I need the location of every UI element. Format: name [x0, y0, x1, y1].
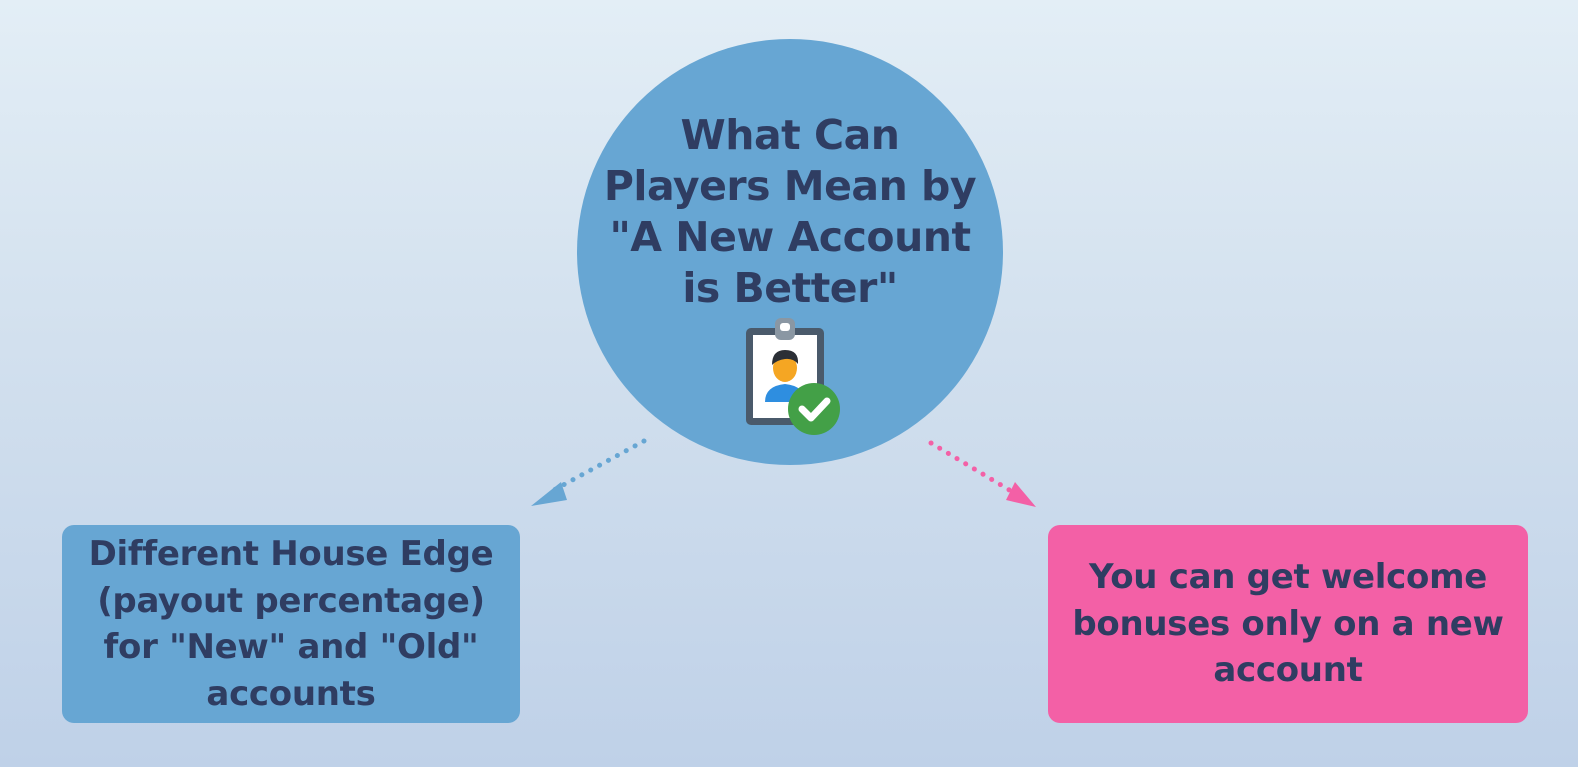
right-box: You can get welcome bonuses only on a ne…	[1048, 525, 1528, 723]
arrow-to-right-box	[928, 440, 1036, 507]
left-box-text: Different House Edge (payout percentage)…	[88, 534, 494, 714]
arrow-to-left-box	[531, 438, 647, 506]
id-badge-check-icon	[746, 318, 840, 435]
right-box-text: You can get welcome bonuses only on a ne…	[1072, 557, 1504, 691]
left-box: Different House Edge (payout percentage)…	[62, 525, 520, 723]
center-topic-title: What Can Players Mean by "A New Account …	[603, 111, 977, 312]
